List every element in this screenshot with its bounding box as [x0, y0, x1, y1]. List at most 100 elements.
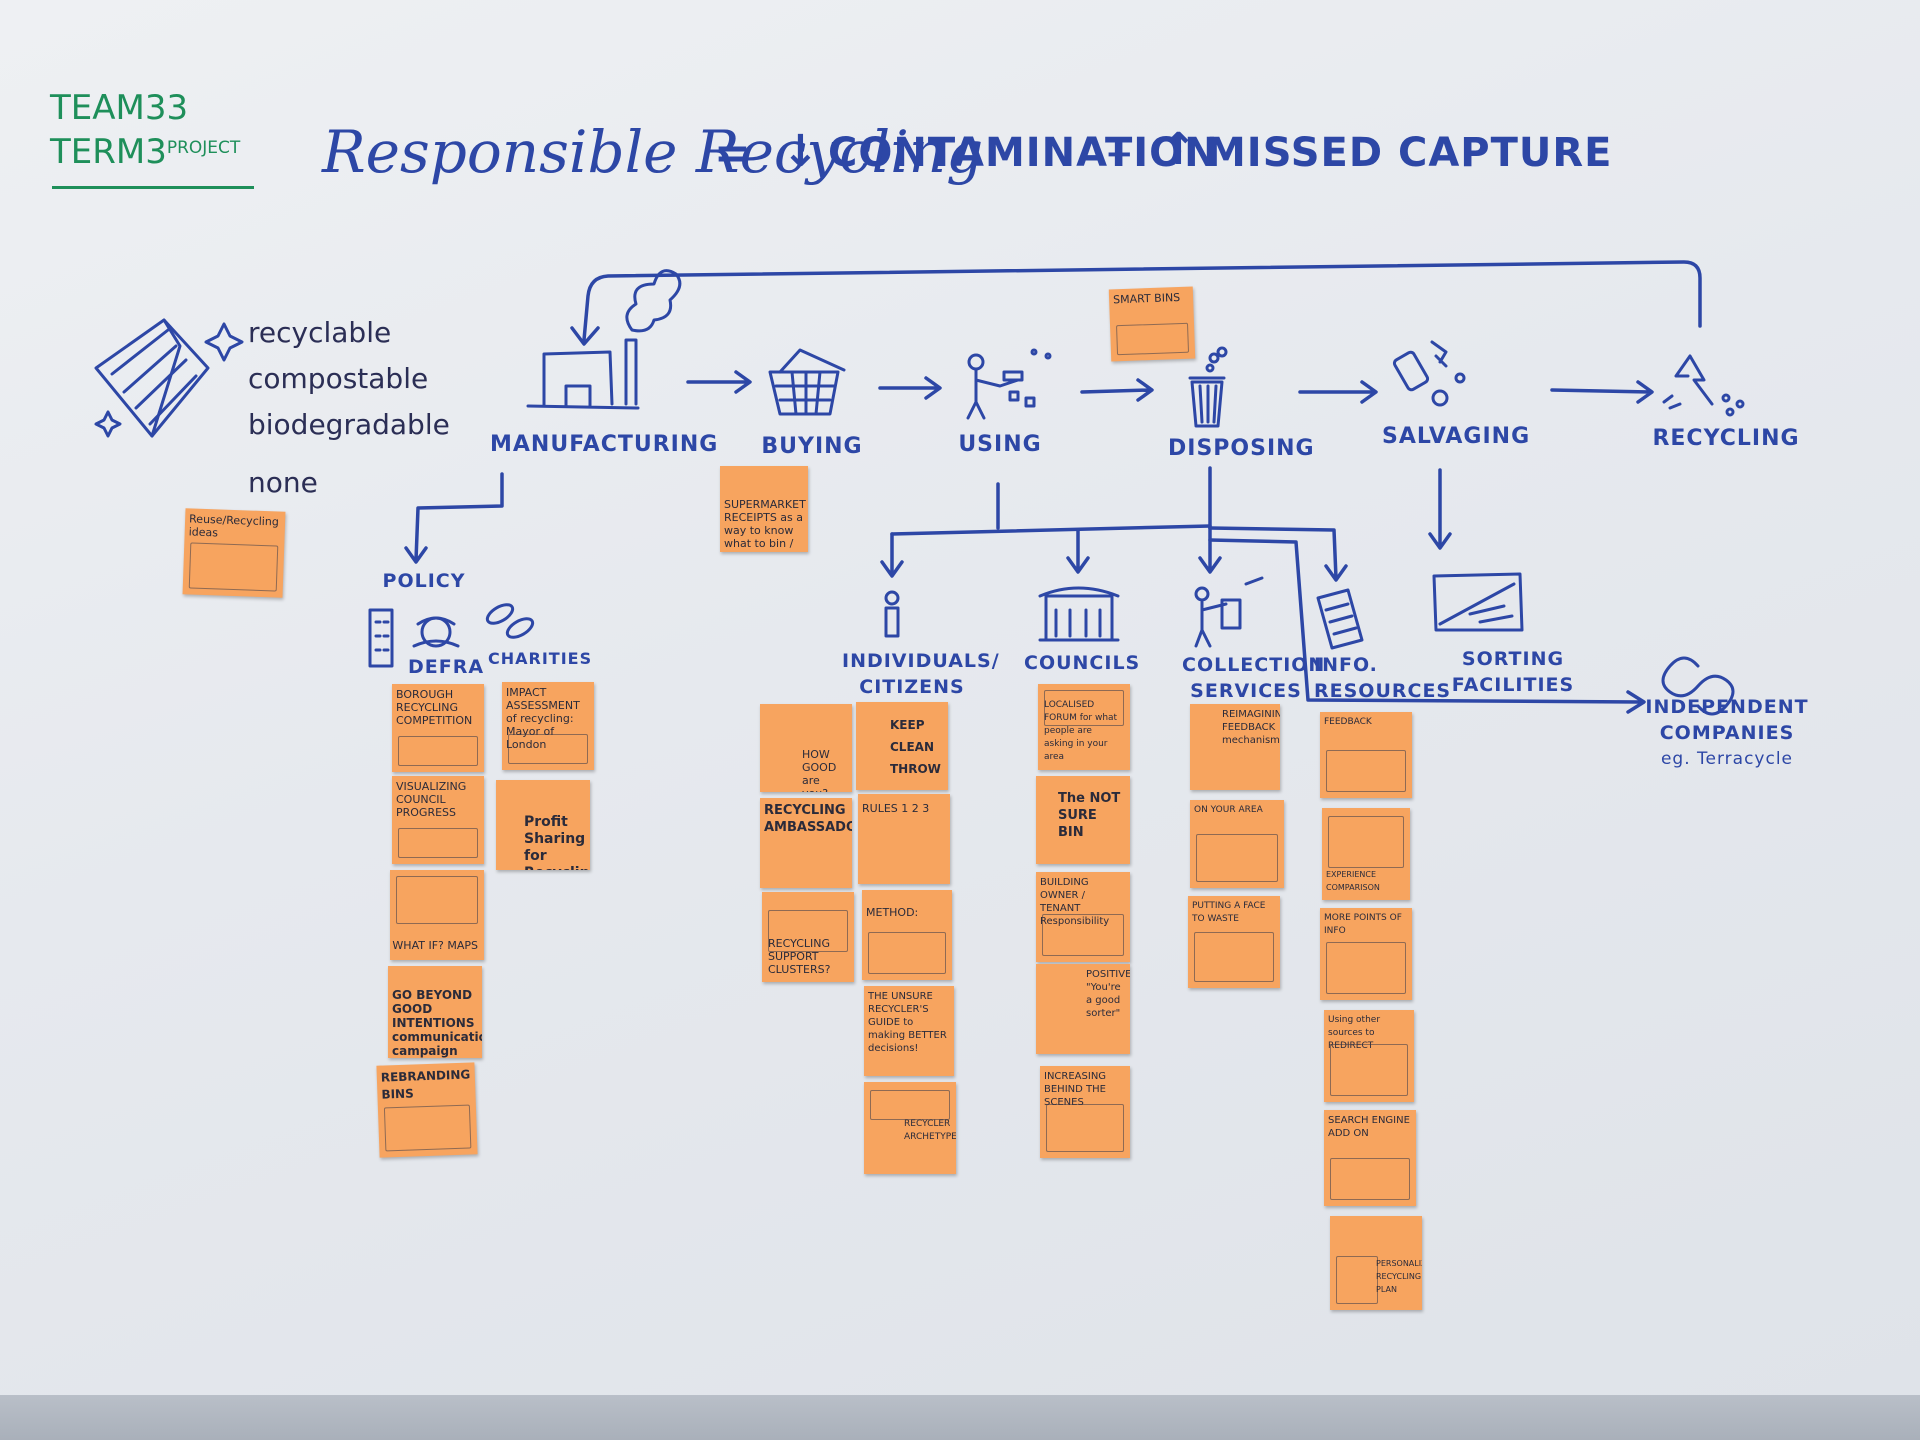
- equals-sign: =: [714, 128, 752, 179]
- branch-individuals: INDIVIDUALS/ CITIZENS: [842, 648, 1000, 700]
- loop-arrow: [582, 260, 1702, 342]
- bin-icon: [1188, 346, 1228, 428]
- team-project: PROJECT: [166, 138, 241, 158]
- arrow-manufacturing-policy: [404, 472, 504, 564]
- charities-icon: [485, 603, 535, 639]
- building-icon: [368, 608, 394, 668]
- branch-councils: COUNCILS: [1024, 652, 1141, 674]
- team-underline: [52, 186, 254, 189]
- page-title: Responsible Recycling: [322, 118, 984, 186]
- sticky-note: PERSONALIZED RECYCLING PLAN: [1330, 1216, 1422, 1310]
- sticky-note: RECYCLER ARCHETYPES: [864, 1082, 956, 1174]
- stage-manufacturing: MANUFACTURING: [490, 432, 719, 457]
- arrow-manufacturing-buying: [686, 370, 752, 394]
- arrow-councils: [1066, 528, 1090, 574]
- sticky-note: Reuse/Recycling ideas: [182, 508, 286, 598]
- sticky-note: RULES 1 2 3: [858, 794, 950, 884]
- material-none: none: [248, 466, 318, 499]
- branch-bar: [890, 524, 1212, 536]
- sticky-note: LOCALISED FORUM for what people are aski…: [1038, 684, 1130, 770]
- loop-arrow-head: [570, 326, 600, 346]
- branch-individuals-line1: INDIVIDUALS/: [842, 650, 1000, 672]
- sticky-note: The NOT SURE BIN: [1036, 776, 1130, 864]
- plus-sign: +: [1105, 134, 1135, 174]
- sticky-note: PUTTING A FACE TO WASTE: [1188, 896, 1280, 988]
- sticky-note: FEEDBACK: [1320, 712, 1412, 798]
- branch-collection-line2: SERVICES: [1190, 680, 1302, 702]
- team-line2: TERM3: [50, 132, 167, 172]
- sticky-note: BUILDING OWNER / TENANT Responsibility: [1036, 872, 1130, 962]
- whiteboard: [0, 0, 1920, 1395]
- sticky-note: MORE POINTS OF INFO: [1320, 908, 1412, 1000]
- recycling-icon: [1662, 354, 1745, 417]
- person-using-icon: [966, 348, 1052, 420]
- arrow-disposing-salvaging: [1298, 380, 1378, 404]
- sticky-note: BOROUGH RECYCLING COMPETITION: [392, 684, 484, 772]
- branch-info: INFO. RESOURCES: [1314, 652, 1452, 704]
- sticky-note: REBRANDING BINS: [376, 1062, 478, 1158]
- sticky-note: WHAT IF? MAPS: [390, 870, 484, 960]
- branch-sorting: SORTING FACILITIES: [1446, 646, 1580, 698]
- down-arrow-icon: ↓: [782, 126, 820, 177]
- sticky-note: THE UNSURE RECYCLER'S GUIDE to making BE…: [864, 986, 954, 1076]
- council-icon: [1038, 586, 1120, 642]
- branch-independent-line1: INDEPENDENT: [1645, 696, 1809, 718]
- sticky-note: SUPERMARKET RECEIPTS as a way to know wh…: [720, 466, 808, 552]
- branch-sorting-line2: FACILITIES: [1451, 674, 1575, 696]
- contamination-label: CONTAMINATION: [828, 130, 1219, 176]
- sticky-note: VISUALIZING COUNCIL PROGRESS: [392, 776, 484, 864]
- arrow-individuals: [880, 532, 904, 578]
- arrow-info: [1208, 526, 1348, 582]
- up-arrow-icon: ↑: [1160, 124, 1198, 175]
- branch-info-line1: INFO.: [1314, 654, 1378, 676]
- sticky-note: RECYCLING SUPPORT CLUSTERS?: [762, 892, 854, 982]
- arrow-using-disposing: [1080, 378, 1154, 402]
- material-compostable: compostable: [248, 362, 429, 395]
- sorting-facility-icon: [1432, 572, 1524, 632]
- sticky-note: HOW GOOD are you?: [760, 704, 852, 792]
- material-recyclable: recyclable: [248, 316, 392, 349]
- arrow-independent: [1208, 538, 1646, 714]
- stage-recycling: RECYCLING: [1652, 426, 1800, 451]
- branch-sorting-line1: SORTING: [1461, 648, 1565, 670]
- arrow-collection: [1198, 526, 1222, 574]
- branch-independent: INDEPENDENT COMPANIES eg. Terracycle: [1644, 694, 1810, 772]
- arrow-salvaging-sorting: [1428, 468, 1452, 550]
- sticky-note: SMART BINS: [1108, 286, 1196, 362]
- sticky-note: RECYCLING AMBASSADORS: [760, 798, 852, 888]
- branch-policy: POLICY: [382, 570, 466, 592]
- sticky-note: REIMAGINING FEEDBACK mechanisms: [1190, 704, 1280, 790]
- individual-icon: [884, 590, 900, 638]
- sticky-note: Using other sources to REDIRECT: [1324, 1010, 1414, 1102]
- sticky-note: Profit Sharing for Recycling: [496, 780, 590, 870]
- branch-independent-example: eg. Terracycle: [1660, 749, 1794, 769]
- sticky-note: SEARCH ENGINE ADD ON: [1324, 1110, 1416, 1206]
- branch-independent-line2: COMPANIES: [1659, 722, 1795, 744]
- branch-individuals-line2: CITIZENS: [859, 676, 965, 698]
- defra-logo-icon: [412, 616, 460, 648]
- factory-icon: [526, 269, 682, 410]
- stage-disposing: DISPOSING: [1168, 436, 1315, 461]
- team-label: TEAM33 TERM3PROJECT: [50, 88, 240, 172]
- missed-capture-label: MISSED CAPTURE: [1206, 130, 1613, 176]
- sticky-note: INCREASING BEHIND THE SCENES: [1040, 1066, 1130, 1158]
- sticky-note: ON YOUR AREA: [1190, 800, 1284, 888]
- branch-info-line2: RESOURCES: [1314, 680, 1452, 702]
- infinity-icon: [1661, 656, 1735, 716]
- sticky-note: EXPERIENCE COMPARISON: [1322, 808, 1410, 900]
- marker-tray: [0, 1395, 1920, 1440]
- collector-icon: [1194, 576, 1264, 648]
- material-biodegradable: biodegradable: [248, 408, 450, 441]
- sticky-note: POSITIVE "You're a good sorter": [1036, 964, 1130, 1054]
- sticky-note: METHOD:: [862, 890, 952, 980]
- branch-collection-line1: COLLECTION: [1182, 654, 1326, 676]
- branch-charities: CHARITIES: [488, 649, 593, 668]
- arrow-salvaging-recycling: [1550, 380, 1654, 404]
- sticky-note: GO BEYOND GOOD INTENTIONS communication …: [388, 966, 482, 1058]
- sticky-note: IMPACT ASSESSMENT of recycling: Mayor of…: [502, 682, 594, 770]
- sticky-note: KEEP CLEAN THROW: [856, 702, 948, 790]
- stage-salvaging: SALVAGING: [1382, 424, 1531, 449]
- document-icon: [1316, 588, 1364, 650]
- arrow-buying-using: [878, 376, 942, 400]
